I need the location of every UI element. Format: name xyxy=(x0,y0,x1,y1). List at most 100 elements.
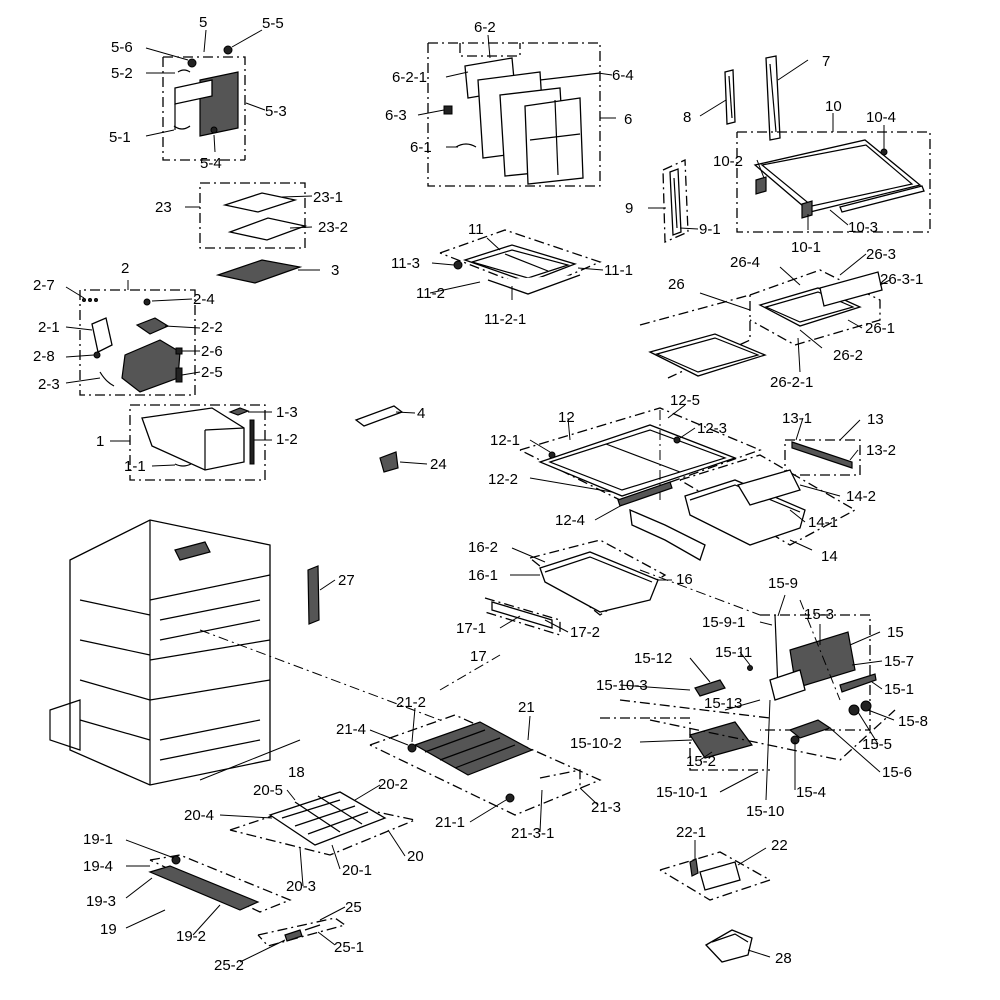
label-15: 15 xyxy=(887,624,904,641)
part-group-9 xyxy=(662,159,689,243)
label-16-1: 16-1 xyxy=(468,567,498,584)
label-2-7: 2-7 xyxy=(33,277,55,294)
label-16-2: 16-2 xyxy=(468,539,498,556)
label-15-10-3: 15-10-3 xyxy=(596,677,648,694)
label-21: 21 xyxy=(518,699,535,716)
part-group-14 xyxy=(679,454,857,546)
part-group-2 xyxy=(79,289,196,396)
label-14-2: 14-2 xyxy=(846,488,876,505)
label-28: 28 xyxy=(775,950,792,967)
label-11-2-1: 11-2-1 xyxy=(484,311,526,328)
label-21-3-1: 21-3-1 xyxy=(511,825,554,842)
label-2: 2 xyxy=(121,260,129,277)
label-12-1: 12-1 xyxy=(490,432,520,449)
label-15-3: 15-3 xyxy=(804,606,834,623)
label-21-2: 21-2 xyxy=(396,694,426,711)
label-20-4: 20-4 xyxy=(184,807,214,824)
label-25-1: 25-1 xyxy=(334,939,364,956)
part-group-23 xyxy=(199,182,308,284)
label-19-4: 19-4 xyxy=(83,858,113,875)
label-10-4: 10-4 xyxy=(866,109,896,126)
part-group-21 xyxy=(369,714,602,816)
label-13-1: 13-1 xyxy=(782,410,812,427)
label-19-3: 19-3 xyxy=(86,893,116,910)
label-15-13: 15-13 xyxy=(704,695,742,712)
label-17: 17 xyxy=(470,648,487,665)
label-15-9: 15-9 xyxy=(768,575,798,592)
label-19-2: 19-2 xyxy=(176,928,206,945)
part-group-6 xyxy=(427,42,601,187)
part-group-25 xyxy=(257,917,347,947)
label-4: 4 xyxy=(417,405,425,422)
label-26-2: 26-2 xyxy=(833,347,863,364)
label-7: 7 xyxy=(822,53,830,70)
label-6-3: 6-3 xyxy=(385,107,407,124)
label-16: 16 xyxy=(676,571,693,588)
label-5: 5 xyxy=(199,14,207,31)
part-group-5 xyxy=(162,45,246,161)
label-26-3: 26-3 xyxy=(866,246,896,263)
label-6-2: 6-2 xyxy=(474,19,496,36)
label-11-3: 11-3 xyxy=(391,255,420,272)
label-9: 9 xyxy=(625,200,633,217)
label-5-2: 5-2 xyxy=(111,65,133,82)
label-6: 6 xyxy=(624,111,632,128)
label-5-1: 5-1 xyxy=(109,129,131,146)
connector-lines xyxy=(199,569,841,721)
label-6-1: 6-1 xyxy=(410,139,432,156)
label-21-4: 21-4 xyxy=(336,721,366,738)
label-5-5: 5-5 xyxy=(262,15,284,32)
label-22-1: 22-1 xyxy=(676,824,706,841)
part-group-26 xyxy=(639,269,883,379)
part-group-11 xyxy=(439,229,602,295)
label-25-2: 25-2 xyxy=(214,957,244,974)
label-10-3: 10-3 xyxy=(848,219,878,236)
label-15-12: 15-12 xyxy=(634,650,672,667)
label-12-2: 12-2 xyxy=(488,471,518,488)
label-6-2-1: 6-2-1 xyxy=(392,69,427,86)
part-labels: 5 5-5 5-6 5-2 5-3 5-1 5-4 6-2 6-2-1 6-4 … xyxy=(33,14,928,974)
label-1-1: 1-1 xyxy=(124,458,146,475)
label-15-4: 15-4 xyxy=(796,784,826,801)
label-5-4: 5-4 xyxy=(200,155,222,172)
label-19: 19 xyxy=(100,921,117,938)
label-2-5: 2-5 xyxy=(201,364,223,381)
label-9-1: 9-1 xyxy=(699,221,721,238)
label-3: 3 xyxy=(331,262,339,279)
part-group-10 xyxy=(736,131,931,233)
label-10: 10 xyxy=(825,98,842,115)
part-4-24 xyxy=(354,405,404,473)
label-26: 26 xyxy=(668,276,685,293)
label-5-3: 5-3 xyxy=(265,103,287,120)
label-11-2: 11-2 xyxy=(416,285,445,302)
label-26-1: 26-1 xyxy=(865,320,895,337)
label-20-2: 20-2 xyxy=(378,776,408,793)
label-2-6: 2-6 xyxy=(201,343,223,360)
label-15-5: 15-5 xyxy=(862,736,892,753)
label-19-1: 19-1 xyxy=(83,831,113,848)
label-23-1: 23-1 xyxy=(313,189,343,206)
label-14-1: 14-1 xyxy=(808,514,838,531)
label-15-2: 15-2 xyxy=(686,753,716,770)
label-11-1: 11-1 xyxy=(604,262,633,279)
label-27: 27 xyxy=(338,572,355,589)
label-26-2-1: 26-2-1 xyxy=(770,374,813,391)
label-15-10-1: 15-10-1 xyxy=(656,784,708,801)
label-13-2: 13-2 xyxy=(866,442,896,459)
part-group-22-28 xyxy=(659,851,772,963)
label-21-1: 21-1 xyxy=(435,814,465,831)
label-15-9-1: 15-9-1 xyxy=(702,614,745,631)
label-15-6: 15-6 xyxy=(882,764,912,781)
label-15-11: 15-11 xyxy=(715,644,752,661)
label-13: 13 xyxy=(867,411,884,428)
label-2-2: 2-2 xyxy=(201,319,223,336)
label-12-5: 12-5 xyxy=(670,392,700,409)
label-1-2: 1-2 xyxy=(276,431,298,448)
label-1: 1 xyxy=(96,433,104,450)
label-26-3-1: 26-3-1 xyxy=(880,271,923,288)
label-2-3: 2-3 xyxy=(38,376,60,393)
part-group-1 xyxy=(129,404,266,481)
label-15-10: 15-10 xyxy=(746,803,784,820)
part-7-8 xyxy=(724,55,781,141)
